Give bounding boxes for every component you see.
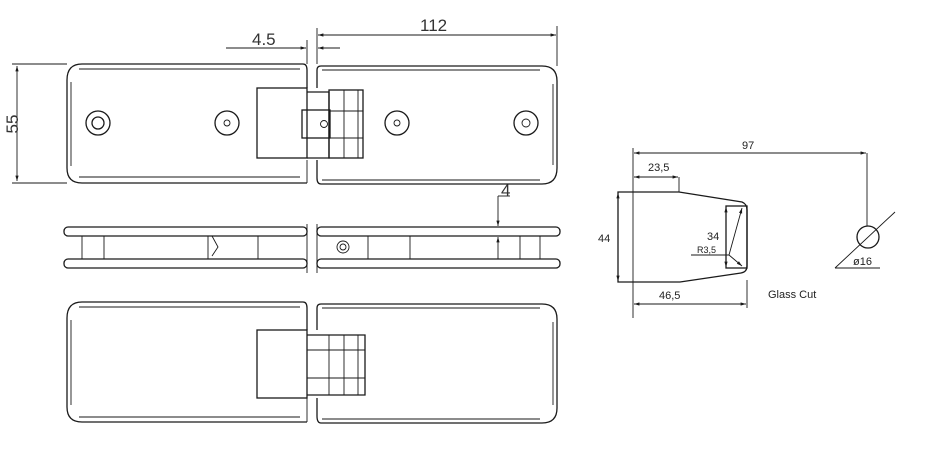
- mounting-hole: [513, 110, 539, 136]
- inner-height-label: 34: [707, 231, 719, 243]
- screw-icon: [320, 120, 328, 128]
- screw-head: [214, 110, 240, 136]
- hinge-top-view: [66, 63, 558, 185]
- hinge-bottom-view: [66, 301, 558, 424]
- glass-hole: [856, 225, 880, 249]
- dimension-gap: 4.5: [226, 28, 340, 64]
- glass-cut-label: Glass Cut: [768, 289, 816, 301]
- height-label: 55: [3, 115, 22, 134]
- dimension-height: 55: [3, 63, 67, 184]
- cut-width-label: 46,5: [659, 290, 680, 302]
- hole-diameter-label: ø16: [853, 256, 872, 268]
- plate-length-label: 112: [420, 16, 447, 35]
- radius-label: R3,5: [697, 245, 716, 255]
- hinge-side-view: [63, 224, 561, 273]
- hole-offset-label: 97: [742, 140, 754, 152]
- notch-depth-label: 23,5: [648, 162, 669, 174]
- dimension-thickness: 4: [496, 181, 510, 259]
- cut-height-label: 44: [598, 233, 610, 245]
- dimension-plate-length: 112: [318, 16, 558, 66]
- glass-cut-drawing: 23,5 97 44 34 R3,5 46,5 ø16 Glass Cut: [598, 140, 896, 318]
- thickness-label: 4: [501, 181, 510, 200]
- mounting-hole: [85, 110, 111, 136]
- screw-head: [384, 110, 410, 136]
- gap-label: 4.5: [252, 30, 276, 49]
